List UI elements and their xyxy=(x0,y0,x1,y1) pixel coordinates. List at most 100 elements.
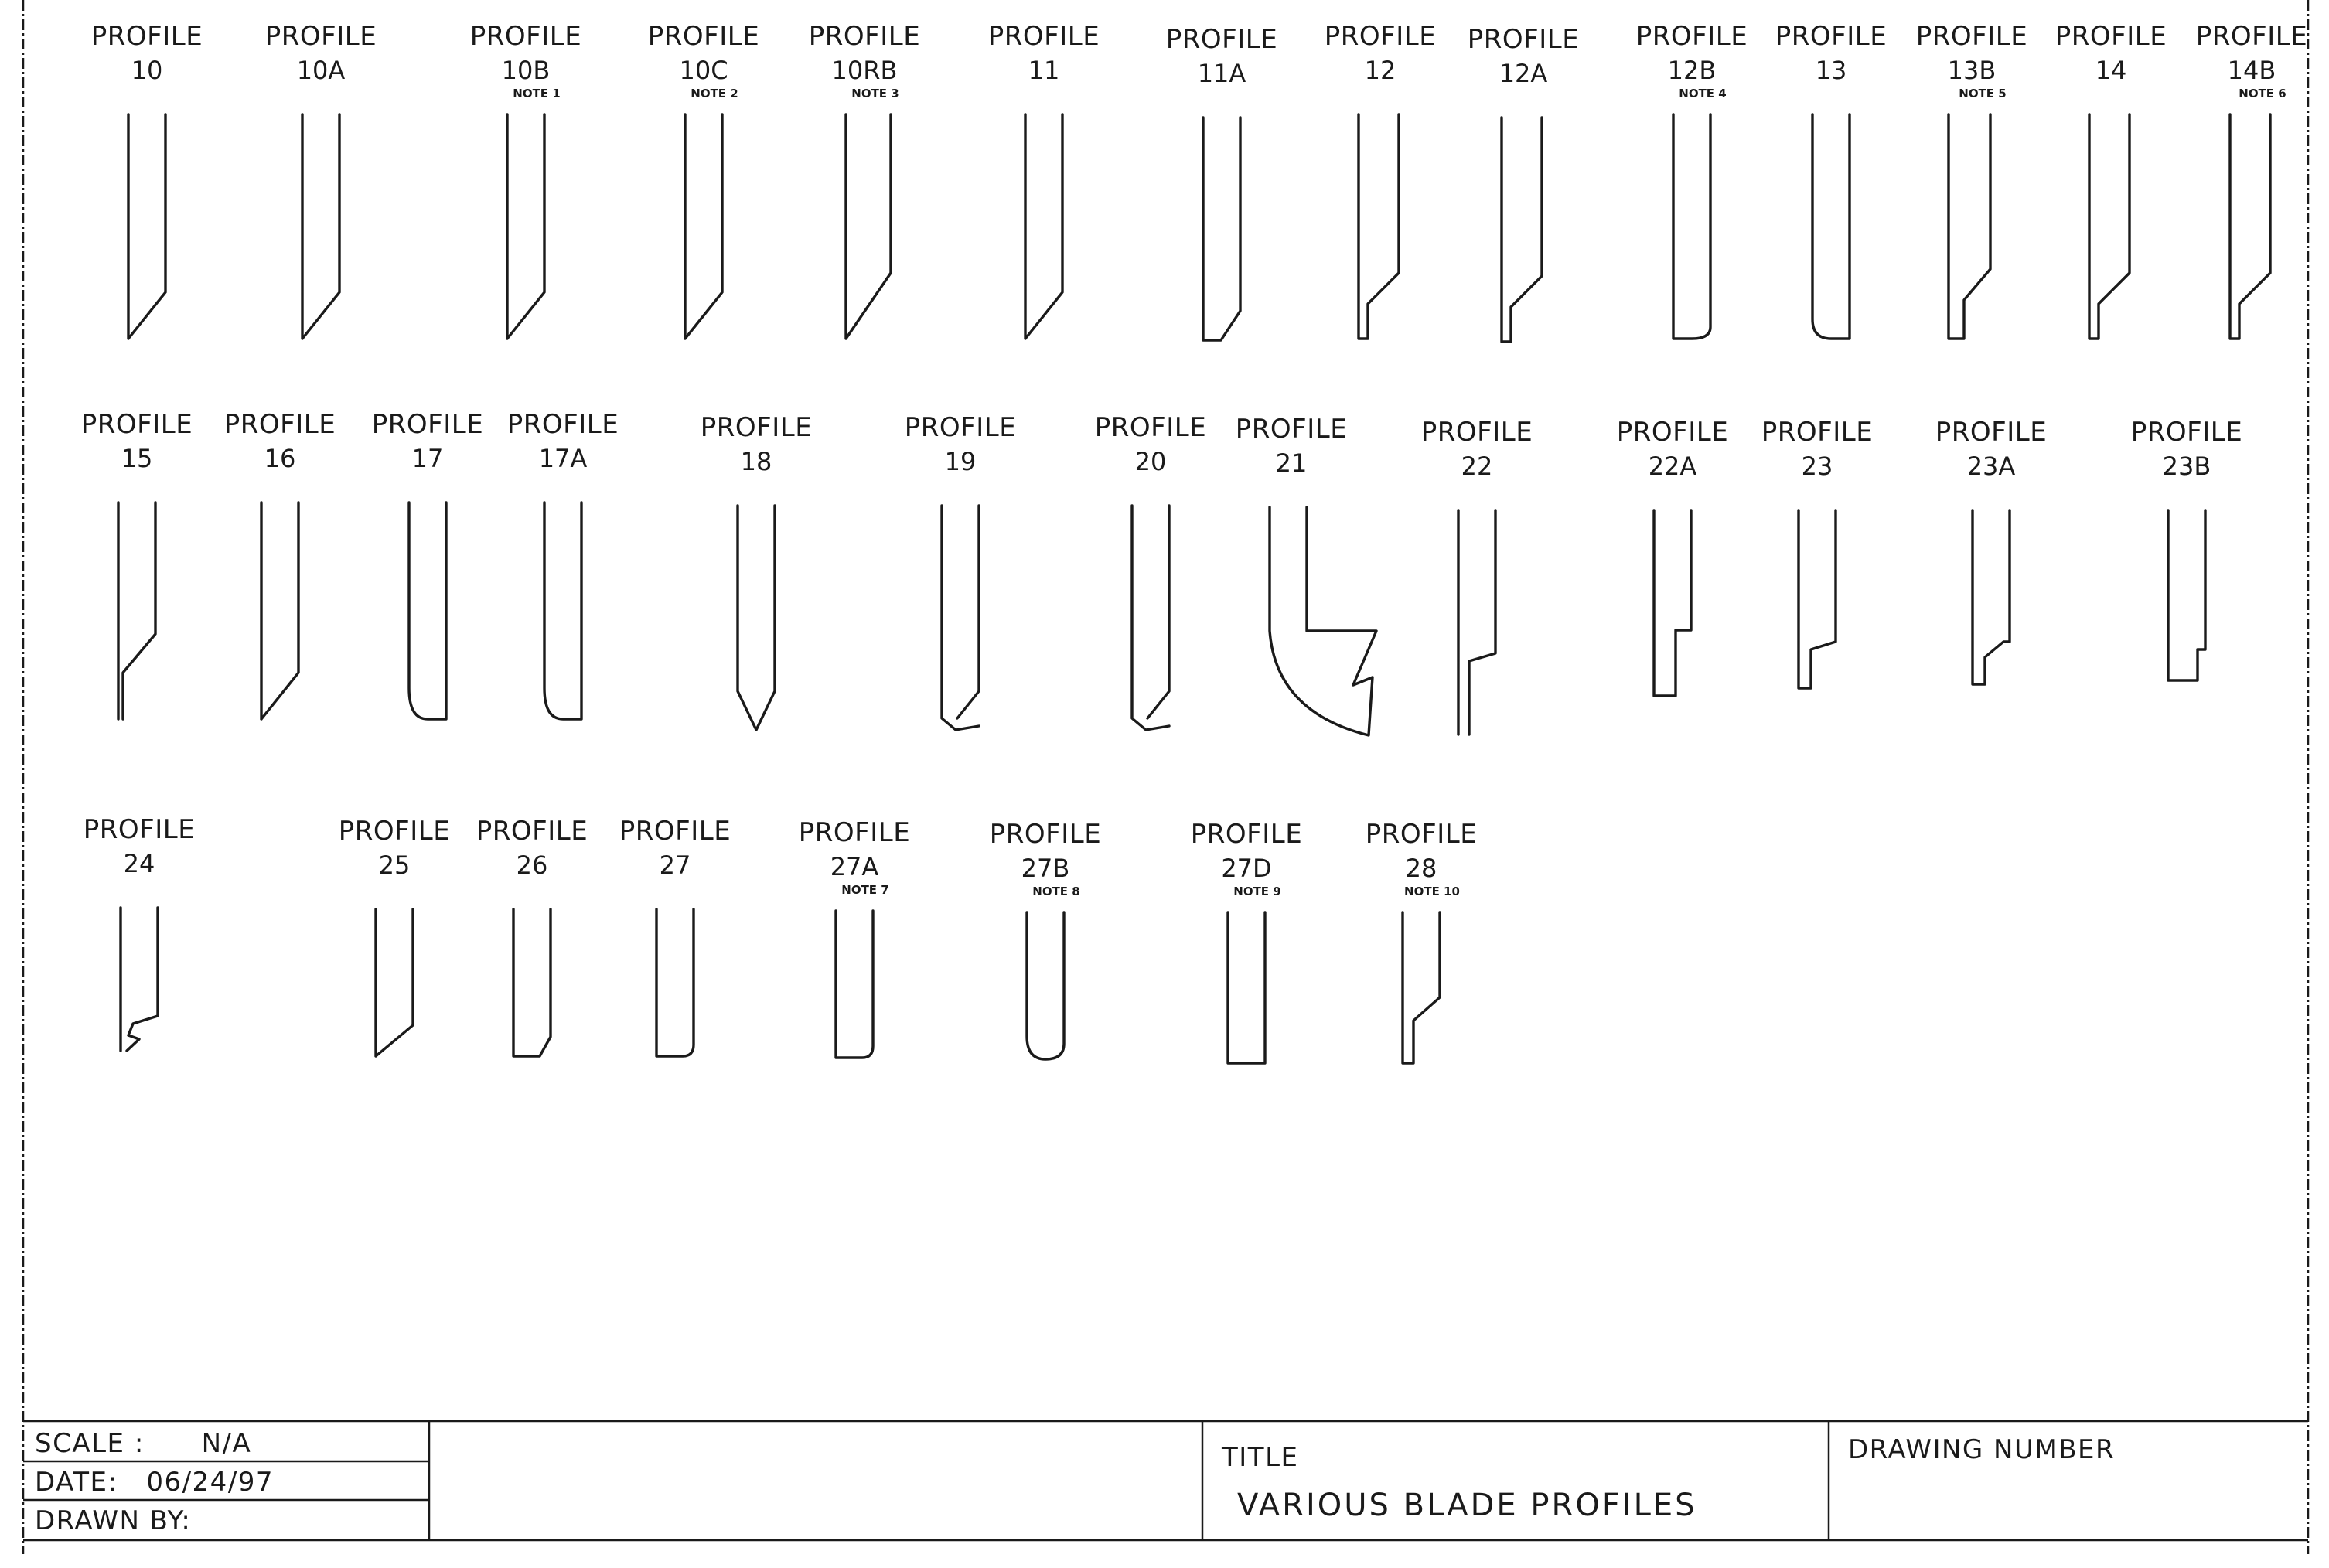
profile-id-label: 17 xyxy=(412,444,444,473)
profile-id-label: 18 xyxy=(741,447,772,476)
profile-word-label: PROFILE xyxy=(91,21,203,52)
drawn-by-field: DRAWN BY: xyxy=(35,1505,191,1536)
profile-id-label: 13B xyxy=(1948,56,1997,85)
blade-outline xyxy=(1024,113,1064,340)
profile-id-label: 25 xyxy=(379,850,411,880)
profile-id-label: 27D xyxy=(1221,854,1271,883)
profile-word-label: PROFILE xyxy=(1366,819,1477,850)
profile-note-label: NOTE 5 xyxy=(1959,87,2006,101)
profile-word-label: PROFILE xyxy=(2131,417,2242,448)
drawing-title: VARIOUS BLADE PROFILES xyxy=(1237,1488,1697,1523)
profile-14b: PROFILE 14B NOTE 6 xyxy=(2196,21,2307,340)
blade-outline xyxy=(1500,116,1543,343)
profile-note-label: NOTE 10 xyxy=(1404,885,1460,898)
title-label: TITLE xyxy=(1221,1442,1299,1473)
profile-word-label: PROFILE xyxy=(1095,412,1206,443)
profile-word-label: PROFILE xyxy=(476,816,588,847)
blade-outline xyxy=(1811,113,1851,340)
profile-word-label: PROFILE xyxy=(990,819,1101,850)
blade-outline xyxy=(2167,509,2207,682)
profile-id-label: 10A xyxy=(297,56,346,85)
profile-word-label: PROFILE xyxy=(1236,414,1347,445)
profile-word-label: PROFILE xyxy=(1935,417,2047,448)
profile-id-label: 24 xyxy=(124,849,155,878)
profile-word-label: PROFILE xyxy=(809,21,920,52)
profile-word-label: PROFILE xyxy=(1421,417,1533,448)
blade-outline xyxy=(1226,911,1267,1065)
profile-word-label: PROFILE xyxy=(1617,417,1728,448)
profile-note-label: NOTE 6 xyxy=(2239,87,2286,101)
blade-outline xyxy=(374,908,414,1058)
profile-id-label: 27A xyxy=(830,852,879,881)
profile-id-label: 14B xyxy=(2228,56,2276,85)
blade-outline xyxy=(1652,509,1693,697)
drawing-number-label: DRAWING NUMBER xyxy=(1848,1434,2115,1465)
profile-note-label: NOTE 2 xyxy=(691,87,738,101)
profile-word-label: PROFILE xyxy=(84,814,195,845)
date-field: DATE: 06/24/97 xyxy=(35,1467,274,1498)
blade-outline xyxy=(1202,116,1242,342)
blade-outline xyxy=(506,113,546,340)
blade-outline xyxy=(512,908,552,1058)
profile-18: PROFILE 18 xyxy=(701,412,812,731)
blade-outline xyxy=(844,113,892,340)
profile-id-label: 23A xyxy=(1967,452,2016,481)
scale-field: SCALE : N/A xyxy=(35,1428,251,1459)
profile-note-label: NOTE 9 xyxy=(1233,885,1280,898)
profile-id-label: 12 xyxy=(1365,56,1396,85)
profile-note-label: NOTE 1 xyxy=(513,87,560,101)
profile-word-label: PROFILE xyxy=(1166,24,1277,55)
title-block: SCALE : N/A DATE: 06/24/97 DRAWN BY: TIT… xyxy=(23,1420,2308,1542)
profile-word-label: PROFILE xyxy=(1636,21,1748,52)
profile-id-label: 21 xyxy=(1276,448,1308,478)
blade-outline xyxy=(834,909,875,1059)
blade-outline xyxy=(2228,113,2272,340)
blade-outline xyxy=(736,504,776,731)
profile-id-label: 28 xyxy=(1406,854,1437,883)
profile-id-label: 22A xyxy=(1649,452,1697,481)
profile-id-label: 22 xyxy=(1461,452,1493,481)
blade-outline xyxy=(1130,504,1171,731)
profile-word-label: PROFILE xyxy=(339,816,450,847)
profile-id-label: 10RB xyxy=(832,56,898,85)
profile-11a: PROFILE 11A xyxy=(1166,24,1277,342)
profile-24: PROFILE 24 xyxy=(84,814,195,1052)
blade-outline xyxy=(1947,113,1992,340)
profile-word-label: PROFILE xyxy=(507,409,619,440)
profile-id-label: 27 xyxy=(660,850,691,880)
blade-outline xyxy=(655,908,695,1058)
profile-word-label: PROFILE xyxy=(372,409,483,440)
profile-word-label: PROFILE xyxy=(2055,21,2167,52)
profile-note-label: NOTE 7 xyxy=(841,883,888,897)
blade-outline xyxy=(1268,506,1378,737)
profile-id-label: 23 xyxy=(1802,452,1833,481)
profile-id-label: 10B xyxy=(502,56,551,85)
profile-word-label: PROFILE xyxy=(470,21,581,52)
profile-word-label: PROFILE xyxy=(1325,21,1436,52)
blade-outline xyxy=(1457,509,1497,736)
profile-word-label: PROFILE xyxy=(2196,21,2307,52)
profile-id-label: 11A xyxy=(1198,59,1246,88)
profile-word-label: PROFILE xyxy=(619,816,731,847)
profile-word-label: PROFILE xyxy=(701,412,812,443)
profile-word-label: PROFILE xyxy=(1775,21,1887,52)
blade-outline xyxy=(940,504,980,731)
profile-word-label: PROFILE xyxy=(1916,21,2027,52)
